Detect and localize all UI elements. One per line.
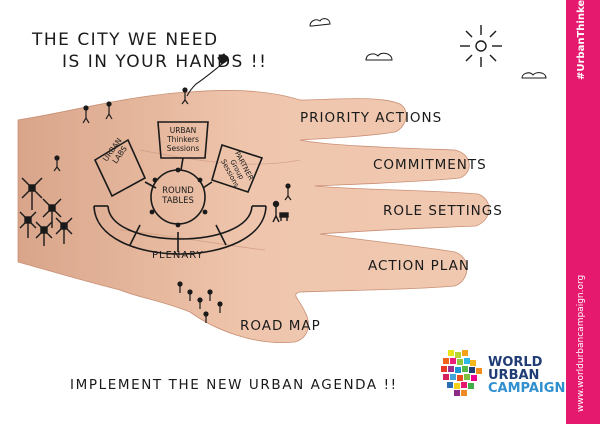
headline-line-2: IS IN YOUR HANDS !! bbox=[62, 52, 268, 72]
round-tables-label: ROUND TABLES bbox=[158, 186, 198, 206]
plenary-label: PLENARY bbox=[152, 250, 204, 261]
priority-actions-label: PRIORITY ACTIONS bbox=[300, 110, 443, 126]
website-url[interactable]: www.worldurbancampaign.org bbox=[576, 274, 586, 412]
person-with-dog bbox=[272, 200, 289, 223]
thinkers-sessions-label: URBAN Thinkers Sessions bbox=[161, 126, 205, 153]
sidebar-band: #UrbanThinkers www.worldurbancampaign.or… bbox=[566, 0, 600, 424]
role-settings-label: ROLE SETTINGS bbox=[383, 203, 503, 219]
footer-slogan: IMPLEMENT THE NEW URBAN AGENDA !! bbox=[70, 377, 398, 393]
thinkers-line-1: URBAN bbox=[169, 126, 197, 135]
headline-line-1: THE CITY WE NEED bbox=[32, 30, 219, 50]
hand-shape bbox=[17, 90, 490, 344]
walking-figures bbox=[53, 87, 292, 323]
round-tables-line-1: ROUND bbox=[162, 186, 194, 196]
round-tables-line-2: TABLES bbox=[162, 196, 194, 206]
palm-diagram bbox=[93, 121, 267, 255]
logo-world: WORLD bbox=[488, 355, 543, 370]
logo-mosaic bbox=[441, 350, 482, 396]
round-table-people bbox=[149, 167, 208, 228]
thinkers-line-3: Sessions bbox=[166, 144, 200, 153]
sun-icon bbox=[460, 25, 502, 67]
commitments-label: COMMITMENTS bbox=[373, 157, 487, 173]
logo-urban: URBAN bbox=[488, 368, 540, 383]
action-plan-label: ACTION PLAN bbox=[368, 258, 470, 274]
cloud-icons bbox=[309, 18, 547, 79]
kite bbox=[186, 53, 229, 97]
windmills bbox=[19, 177, 73, 246]
thinkers-line-2: Thinkers bbox=[167, 135, 199, 144]
hashtag-urbanthinkers: #UrbanThinkers bbox=[576, 0, 587, 80]
road-map-label: ROAD MAP bbox=[240, 318, 321, 334]
logo-campaign: CAMPAIGN bbox=[488, 381, 566, 396]
